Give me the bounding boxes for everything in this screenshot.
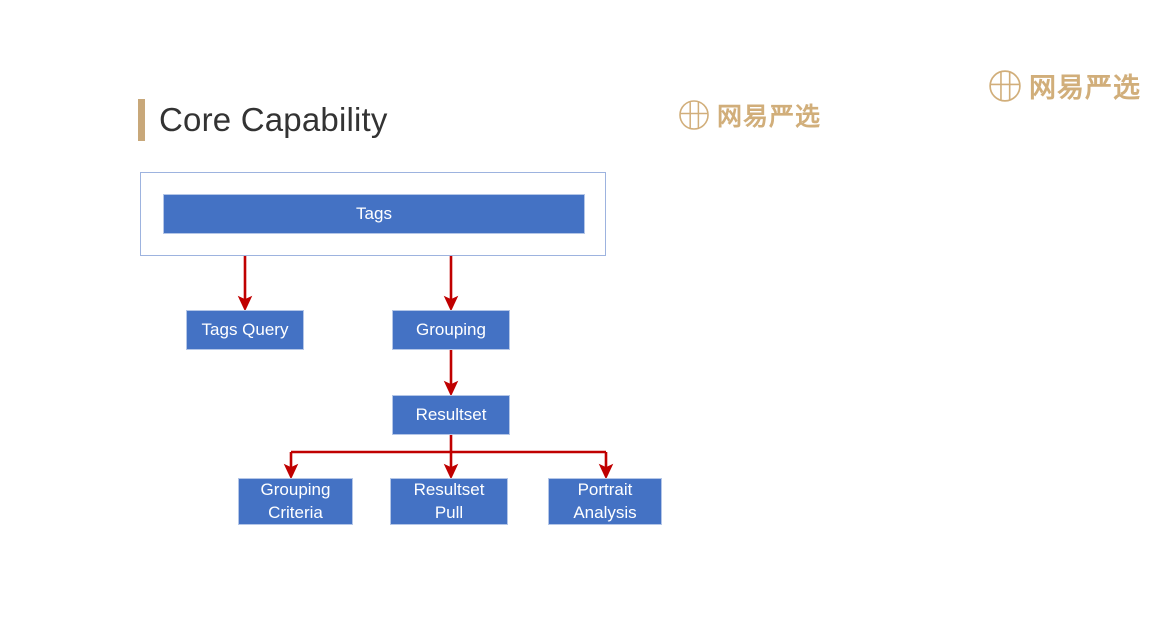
title-accent-bar xyxy=(138,99,145,141)
page-title-text: Core Capability xyxy=(159,101,388,138)
node-resultset-pull[interactable]: Resultset Pull xyxy=(390,478,508,525)
node-grouping[interactable]: Grouping xyxy=(392,310,510,350)
node-portrait-analysis[interactable]: Portrait Analysis xyxy=(548,478,662,525)
node-grouping-criteria[interactable]: Grouping Criteria xyxy=(238,478,353,525)
node-resultset[interactable]: Resultset xyxy=(392,395,510,435)
node-tags[interactable]: Tags xyxy=(163,194,585,234)
page-title: Core Capability xyxy=(138,95,388,145)
node-tags-query[interactable]: Tags Query xyxy=(186,310,304,350)
